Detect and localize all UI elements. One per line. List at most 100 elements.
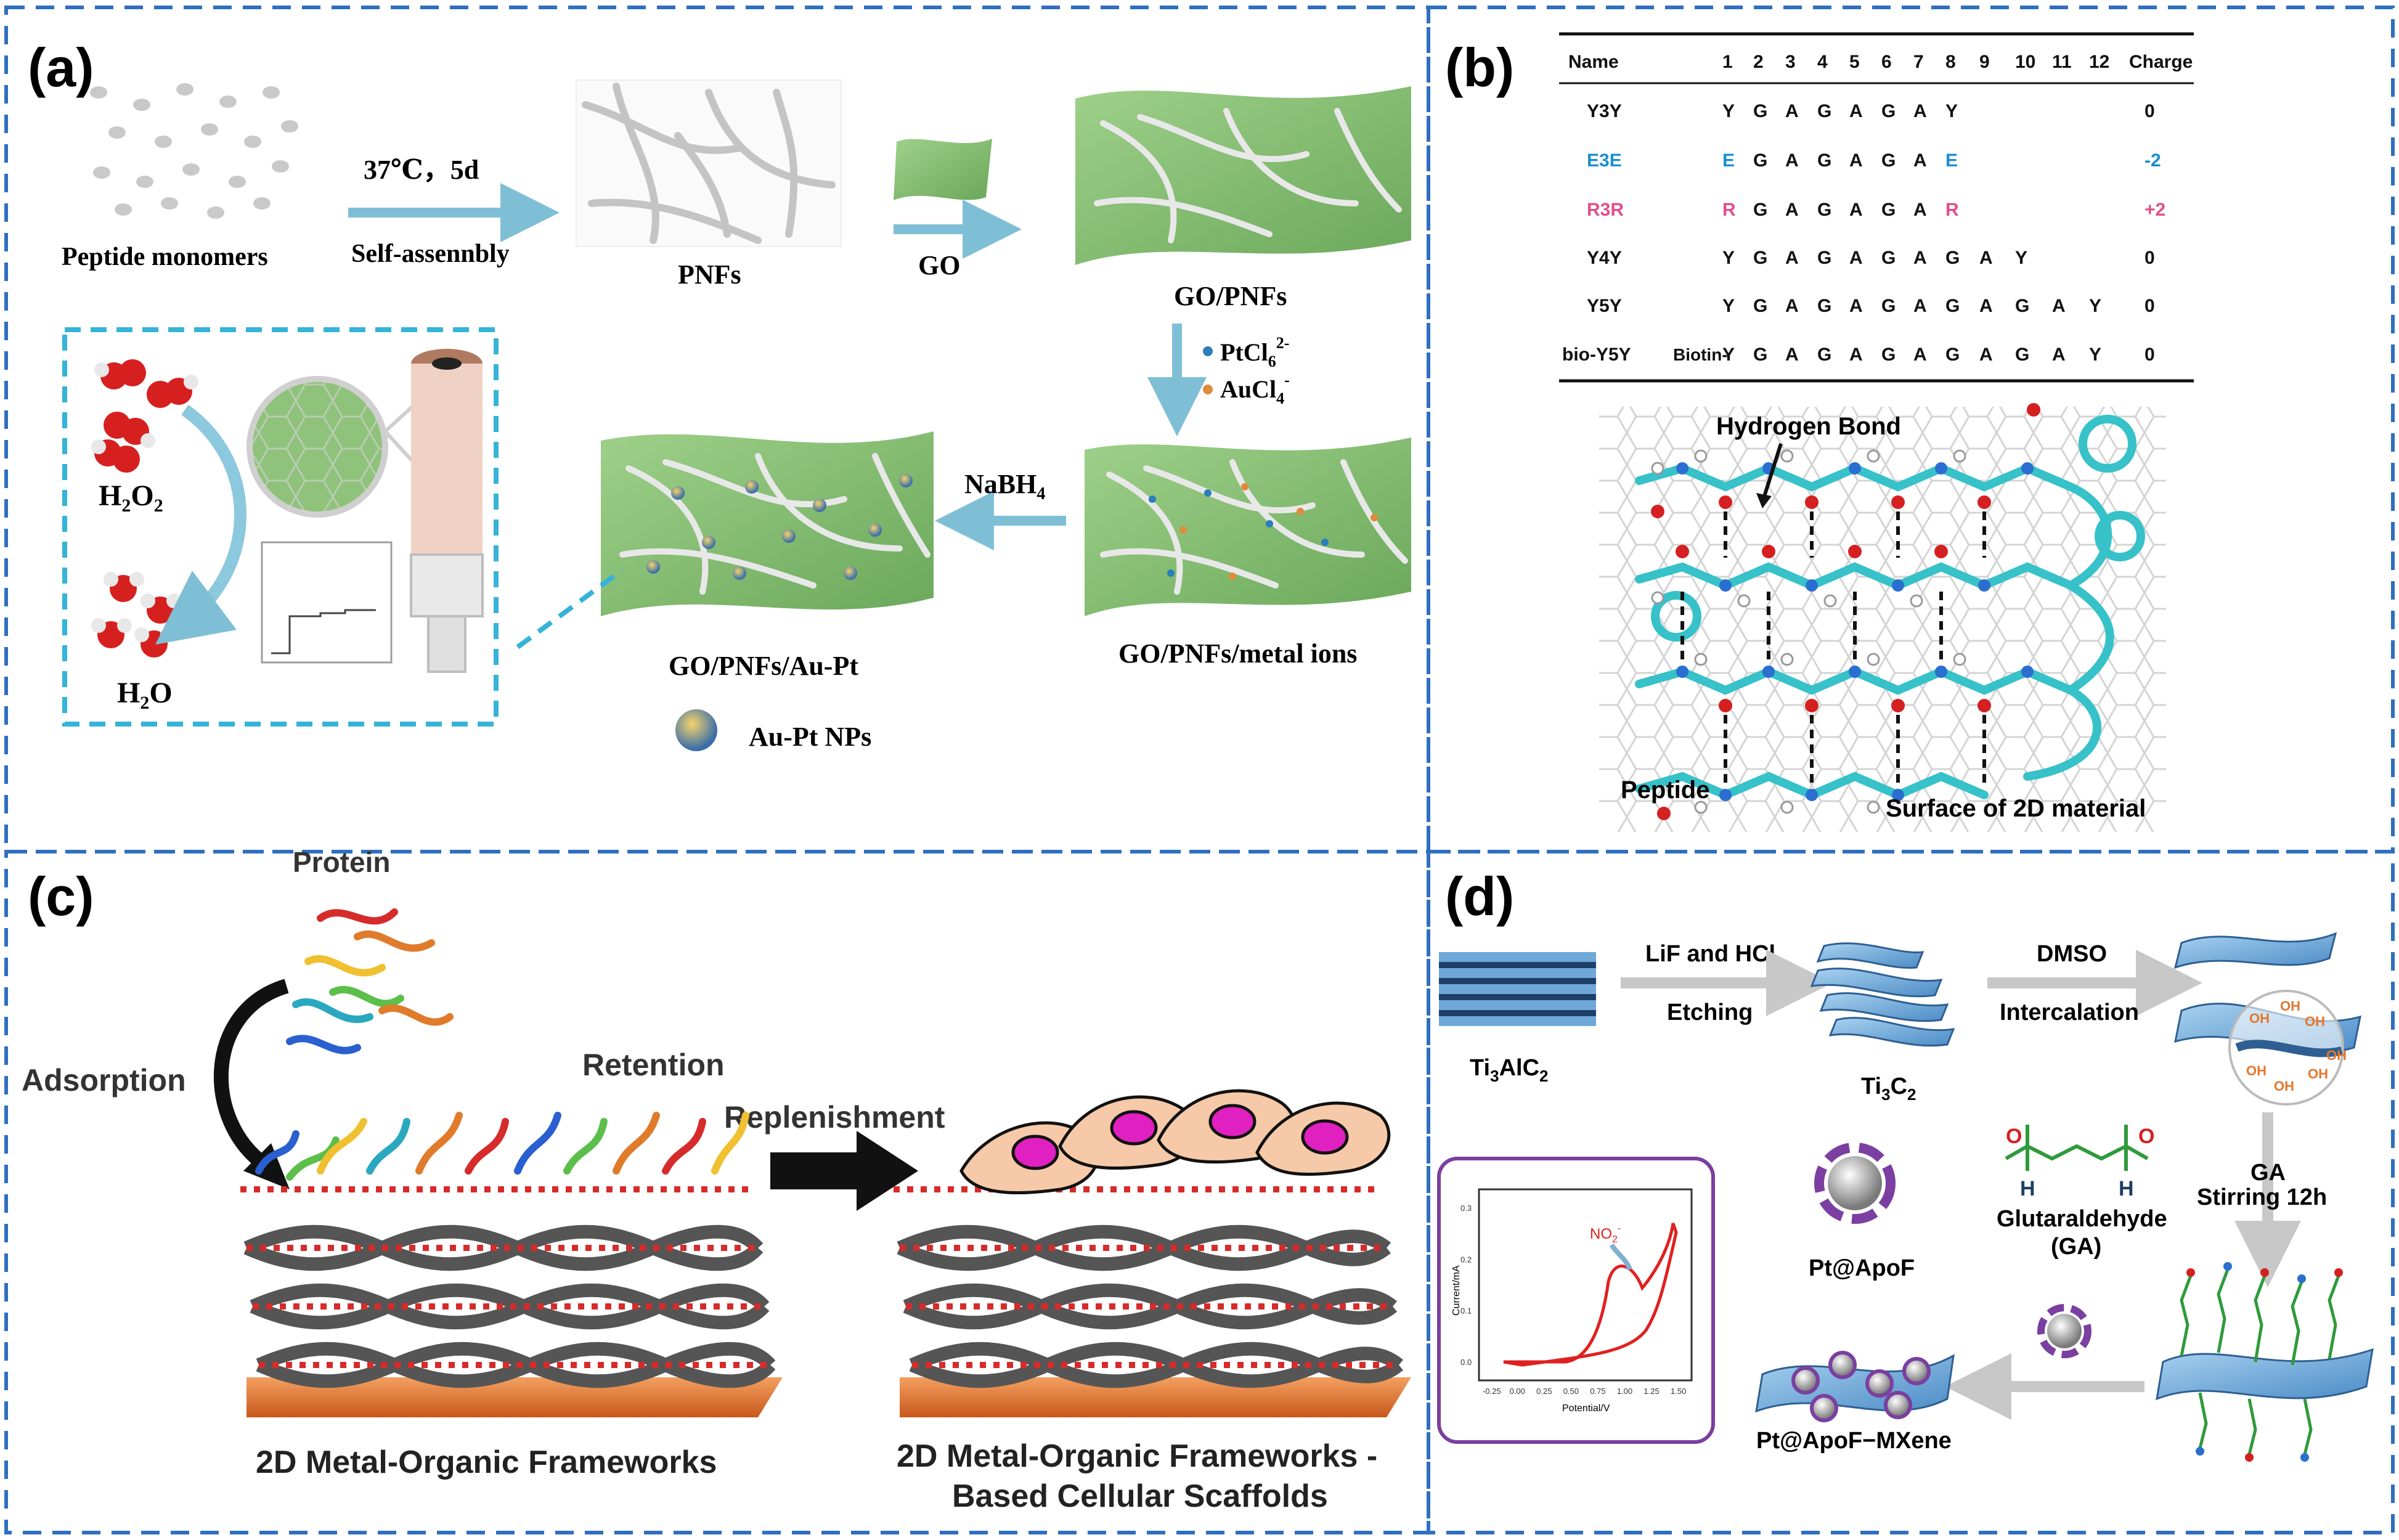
cells: [959, 1089, 1391, 1195]
table-header-cell: 5: [1849, 52, 1860, 72]
table-row-name: Y3Y: [1587, 101, 1622, 121]
table-residue: A: [1913, 200, 1927, 220]
ti3c2-label: Ti3C2: [1861, 1074, 1916, 1104]
table-residue: G: [1945, 344, 1960, 365]
peptide-monomer-dots: [90, 83, 298, 219]
table-residue: Y: [2089, 344, 2101, 365]
go-label: GO: [918, 250, 960, 280]
retention-label: Retention: [582, 1048, 725, 1082]
table-residue: Y: [1722, 248, 1735, 268]
mof-left-label: 2D Metal-Organic Frameworks: [256, 1444, 717, 1480]
table-row-name: Y4Y: [1587, 248, 1622, 268]
table-row-charge: 0: [2144, 344, 2155, 365]
cv-xtick: 0.50: [1563, 1387, 1579, 1396]
table-residue: A: [1849, 248, 1863, 268]
table-residue: A: [1849, 101, 1863, 121]
table-residue: A: [1849, 344, 1863, 365]
panel-d: (d) Ti3AlC2 LiF and HCl Etching Ti3C2 DM…: [1437, 866, 2374, 1462]
table-residue: A: [1849, 200, 1863, 220]
table-header-cell: 10: [2015, 52, 2035, 72]
condition-label: 37℃，5d: [364, 155, 479, 185]
ti3c2-layers: [1810, 942, 1955, 1047]
ga-crosslinked-mxene: [2156, 1262, 2374, 1462]
cv-xtick: 0.25: [1536, 1387, 1552, 1396]
table-residue: G: [1817, 248, 1831, 268]
cv-xtick: 1.25: [1643, 1387, 1659, 1396]
table-residue: G: [1753, 101, 1767, 121]
table-header-cell: 9: [1979, 52, 1990, 72]
nabh4-label: NaBH4: [964, 469, 1045, 503]
table-residue: G: [1945, 296, 1960, 316]
table-residue: A: [1979, 248, 1993, 268]
pnfs-fibers: [576, 79, 842, 247]
replenishment-label: Replenishment: [724, 1100, 945, 1135]
table-residue: Y: [1722, 344, 1735, 365]
table-residue: G: [1881, 101, 1896, 121]
table-residue: G: [1753, 344, 1767, 365]
go-pnfs-label: GO/PNFs: [1174, 281, 1287, 311]
table-header-cell: 11: [2052, 52, 2072, 72]
panel-a: (a) Peptide monomers 37℃，5d Self-assennb…: [28, 37, 1411, 752]
aucl4-label: AuCl4-: [1220, 371, 1290, 407]
go-pnfs-aupt-sheet: [601, 431, 934, 616]
table-residue: G: [1817, 296, 1831, 316]
pt-apof-label: Pt@ApoF: [1809, 1255, 1915, 1281]
svg-text:OH: OH: [2308, 1066, 2328, 1082]
table-header-cell: 3: [1785, 52, 1796, 72]
ga-h-left: H: [2020, 1177, 2035, 1200]
table-residue: A: [1785, 248, 1799, 268]
table-residue: G: [1817, 101, 1831, 121]
ptcl6-dot: [1203, 346, 1213, 356]
table-residue: A: [1785, 101, 1799, 121]
table-residue: A: [1979, 344, 1993, 365]
table-residue: E: [1722, 150, 1735, 171]
table-residue: A: [1913, 101, 1927, 121]
table-residue: A: [2052, 344, 2066, 365]
ga-o-right: O: [2138, 1125, 2154, 1148]
table-residue: R: [1722, 200, 1736, 220]
table-residue: Y: [1722, 296, 1735, 316]
table-residue: G: [1881, 150, 1896, 171]
table-header-cell: 7: [1913, 52, 1924, 72]
panel-d-frame: [1427, 850, 2395, 1534]
table-residue: G: [2015, 344, 2029, 365]
table-row-name: bio-Y5Y: [1562, 344, 1631, 365]
pt-apof-small-icon: [2037, 1304, 2091, 1358]
table-residue: G: [1881, 344, 1896, 365]
table-residue: G: [1881, 248, 1896, 268]
panel-c-label: (c): [28, 866, 94, 927]
table-header-cell: 4: [1817, 52, 1828, 72]
go-sheet-small: [894, 139, 992, 200]
svg-text:OH: OH: [2326, 1048, 2347, 1063]
cv-no2-label: NO2-: [1590, 1223, 1621, 1245]
table-header-cell: 12: [2089, 52, 2109, 72]
table-residue: A: [1785, 150, 1799, 171]
cv-xtick: 1.00: [1617, 1387, 1632, 1396]
mof-right-label-line2: Based Cellular Scaffolds: [952, 1478, 1328, 1514]
table-row-charge: 0: [2144, 101, 2155, 121]
ga-o-left: O: [2006, 1125, 2022, 1148]
aupt-nps-label: Au-Pt NPs: [749, 722, 871, 752]
table-residue: G: [1881, 296, 1896, 316]
mof-right: [894, 1089, 1411, 1417]
cv-xtick: 0.75: [1590, 1387, 1605, 1396]
cv-plot-frame: [1478, 1188, 1693, 1382]
table-residue: G: [1945, 248, 1960, 268]
stirring-label: Stirring 12h: [2197, 1184, 2327, 1210]
table-residue: A: [1913, 296, 1927, 316]
adsorption-arrow: [213, 979, 289, 1171]
delaminated-mxene: OH OH OH OH OH OH OH: [2173, 932, 2361, 1106]
cv-no2-pointer: [1609, 1243, 1632, 1271]
table-row-name: R3R: [1587, 200, 1624, 220]
table-residue: G: [1753, 150, 1767, 171]
lif-hcl-label: LiF and HCl: [1645, 941, 1775, 967]
table-residue: G: [1753, 296, 1767, 316]
amperometry-plot: [261, 541, 393, 664]
table-residue: E: [1945, 150, 1958, 171]
mof-right-label-line1: 2D Metal-Organic Frameworks -: [897, 1438, 1377, 1474]
table-residue: A: [1849, 150, 1863, 171]
h2o-label: H2O: [117, 677, 173, 713]
self-assembly-label: Self-assennbly: [351, 240, 510, 268]
